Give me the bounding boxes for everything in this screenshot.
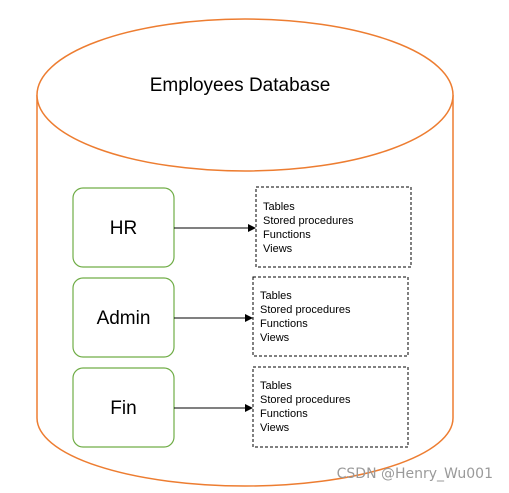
object-tables-hr: Tables [263,201,295,213]
objects-box-hr [255,186,412,268]
watermark: CSDN @Henry_Wu001 [337,466,493,482]
object-stored-procedures-admin: Stored procedures [260,304,351,316]
object-tables-fin: Tables [260,380,292,392]
object-views-fin: Views [260,422,290,434]
object-functions-fin: Functions [260,408,308,420]
object-stored-procedures-hr: Stored procedures [263,215,354,227]
schema-hr: HR Tables Stored procedures Functions Vi… [72,186,412,268]
objects-box-fin [252,366,409,448]
schema-fin: Fin Tables Stored procedures Functions V… [72,366,409,448]
objects-box-admin [252,276,409,357]
schema-label-hr: HR [110,218,137,239]
schema-admin: Admin Tables Stored procedures Functions… [72,276,409,358]
object-stored-procedures-fin: Stored procedures [260,394,351,406]
schema-label-fin: Fin [110,398,136,419]
database-title: Employees Database [150,75,331,96]
object-functions-admin: Functions [260,318,308,330]
object-views-admin: Views [260,332,290,344]
cylinder-top [36,18,454,172]
object-tables-admin: Tables [260,290,292,302]
object-views-hr: Views [263,243,293,255]
schema-label-admin: Admin [97,308,151,329]
object-functions-hr: Functions [263,229,311,241]
